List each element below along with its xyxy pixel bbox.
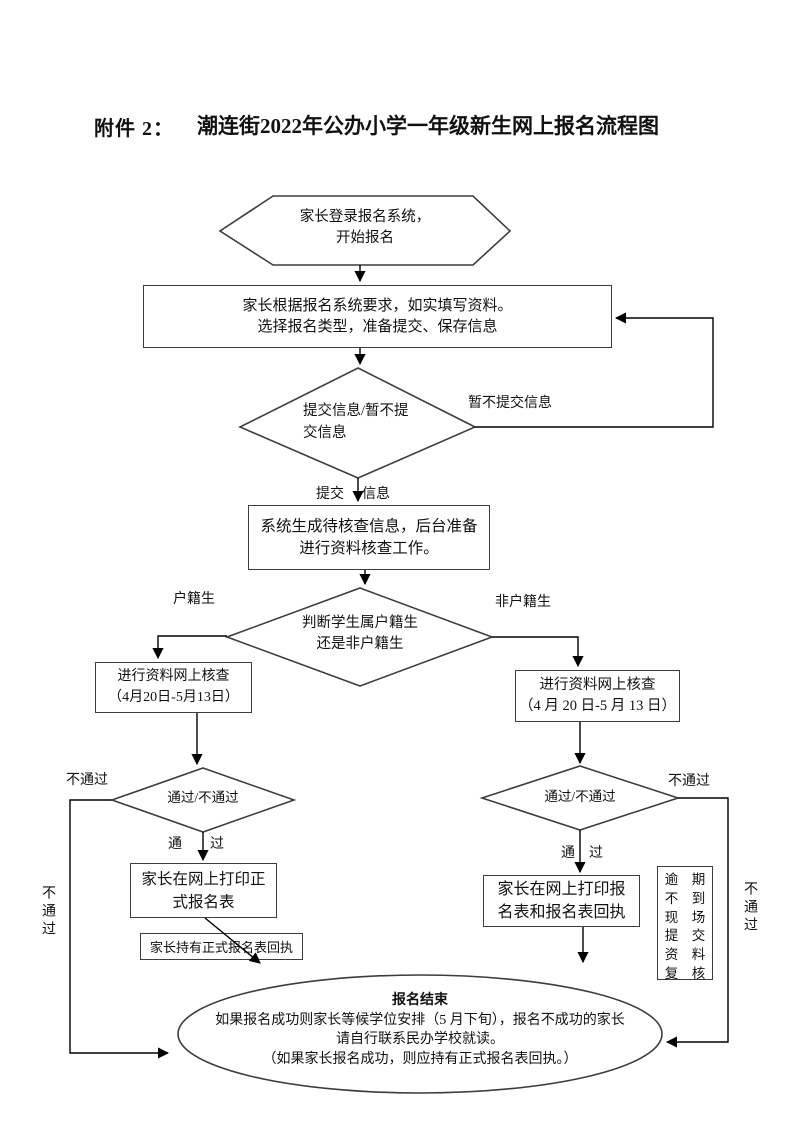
- right-pass-decision-text: 通过/不通过: [544, 789, 616, 804]
- household-decision-text: 判断学生属户籍生 还是非户籍生: [260, 613, 460, 655]
- fill-info-box: 家长根据报名系统要求，如实填写资料。 选择报名类型，准备提交、保存信息: [143, 285, 612, 348]
- submit-label-right: 信息: [362, 487, 390, 502]
- fill-info-line1: 家长根据报名系统要求，如实填写资料。: [242, 297, 513, 314]
- not-submit-label: 暂不提交信息: [468, 396, 552, 411]
- end-line3: （如果家长报名成功，则应持有正式报名表回执。）: [262, 1051, 578, 1067]
- generate-line2: 进行资料核查工作。: [299, 539, 439, 557]
- left-check-box: 进行资料网上核查 （4月20日-5月13日）: [95, 662, 252, 713]
- left-check-line2: （4月20日-5月13日）: [108, 689, 239, 705]
- overdue-box: 逾 期 不 到 现 场 提 交 资 料 复 核: [657, 866, 713, 981]
- left-print-box: 家长在网上打印正 式报名表: [130, 863, 277, 918]
- submit-label-left: 提交: [316, 487, 344, 502]
- household-label: 户籍生: [173, 592, 215, 607]
- end-line2: 请自行联系民办学校就读。: [336, 1032, 504, 1047]
- right-print-line1: 家长在网上打印报: [497, 881, 626, 898]
- left-print-line1: 家长在网上打印正: [141, 870, 266, 888]
- receipt-label: 家长持有正式报名表回执: [149, 940, 293, 955]
- overdue-line: 提 交: [664, 928, 706, 944]
- right-pass-label: 通 过: [561, 846, 603, 861]
- right-fail-vertical-label: 不通过: [742, 881, 757, 935]
- overdue-line: 资 料: [664, 947, 706, 963]
- left-fail-vertical-label: 不通过: [40, 885, 55, 939]
- left-pass-decision-text: 通过/不通过: [167, 790, 239, 805]
- left-print-line2: 式报名表: [172, 893, 235, 911]
- connector-left-fail: [69, 799, 170, 1059]
- left-pass-label: 通 过: [168, 837, 224, 852]
- household-decision-line2: 还是非户籍生: [316, 636, 404, 652]
- connector-household-left: [152, 635, 227, 660]
- fill-info-line2: 选择报名类型，准备提交、保存信息: [257, 318, 498, 335]
- right-print-line2: 名表和报名表回执: [497, 904, 626, 921]
- end-title: 报名结束: [392, 993, 448, 1008]
- household-decision-line1: 判断学生属户籍生: [302, 615, 418, 631]
- left-check-line1: 进行资料网上核查: [117, 669, 230, 684]
- overdue-line: 复 核: [664, 965, 706, 981]
- generate-line1: 系统生成待核查信息，后台准备: [260, 517, 478, 535]
- receipt-box: 家长持有正式报名表回执: [140, 933, 303, 960]
- end-line1: 如果报名成功则家长等候学位安排（5 月下旬），报名不成功的家长: [215, 1012, 625, 1028]
- right-check-box: 进行资料网上核查 （4 月 20 日-5 月 13 日）: [515, 670, 680, 722]
- start-line1: 家长登录报名系统，: [299, 209, 431, 225]
- overdue-line: 现 场: [664, 909, 706, 925]
- attachment-label: 附件 2：: [94, 118, 174, 140]
- submit-decision-text: 提交信息/暂不提 交信息: [303, 400, 433, 444]
- right-check-line1: 进行资料网上核查: [539, 676, 656, 693]
- right-print-box: 家长在网上打印报 名表和报名表回执: [483, 875, 640, 927]
- submit-decision-line1: 提交信息/暂不提: [303, 403, 409, 419]
- non-household-label: 非户籍生: [495, 595, 551, 610]
- overdue-line: 不 到: [664, 890, 706, 906]
- connector-household-right: [492, 636, 584, 668]
- start-hexagon-text: 家长登录报名系统， 开始报名: [230, 207, 500, 249]
- page-title: 潮连街2022年公办小学一年级新生网上报名流程图: [197, 114, 659, 138]
- generate-box: 系统生成待核查信息，后台准备 进行资料核查工作。: [248, 505, 490, 570]
- left-fail-label: 不通过: [66, 773, 108, 788]
- right-check-line2: （4 月 20 日-5 月 13 日）: [518, 698, 677, 714]
- overdue-line: 逾 期: [664, 872, 706, 887]
- end-terminator-text: 报名结束 如果报名成功则家长等候学位安排（5 月下旬），报名不成功的家长 请自行…: [185, 991, 655, 1069]
- right-fail-label: 不通过: [668, 774, 710, 789]
- start-line2: 开始报名: [336, 230, 394, 246]
- submit-decision-line2: 交信息: [303, 425, 347, 441]
